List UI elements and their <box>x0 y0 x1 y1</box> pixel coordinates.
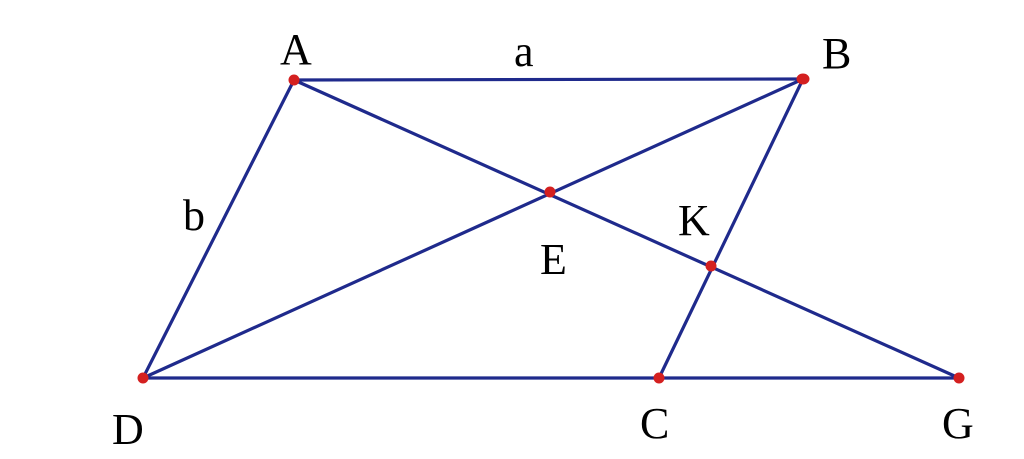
segment-AG <box>292 78 961 380</box>
point-D <box>137 372 149 384</box>
label-D: D <box>112 405 144 454</box>
label-side-a: a <box>514 27 534 76</box>
segment-BC <box>657 77 805 380</box>
point-G <box>953 372 965 384</box>
segment-DA <box>141 78 296 380</box>
label-E: E <box>540 235 567 284</box>
point-K <box>705 260 717 272</box>
label-A: A <box>280 25 312 74</box>
point-A <box>288 74 300 86</box>
label-K: K <box>678 196 710 245</box>
segments-group <box>141 77 961 380</box>
label-C: C <box>640 399 669 448</box>
label-side-b: b <box>183 191 205 240</box>
label-G: G <box>942 399 974 448</box>
points-group <box>137 73 965 384</box>
point-B <box>796 73 810 85</box>
point-E <box>544 186 556 198</box>
segment-BD <box>141 77 805 380</box>
point-C <box>653 372 665 384</box>
segment-AB <box>292 77 805 82</box>
label-B: B <box>822 29 851 78</box>
